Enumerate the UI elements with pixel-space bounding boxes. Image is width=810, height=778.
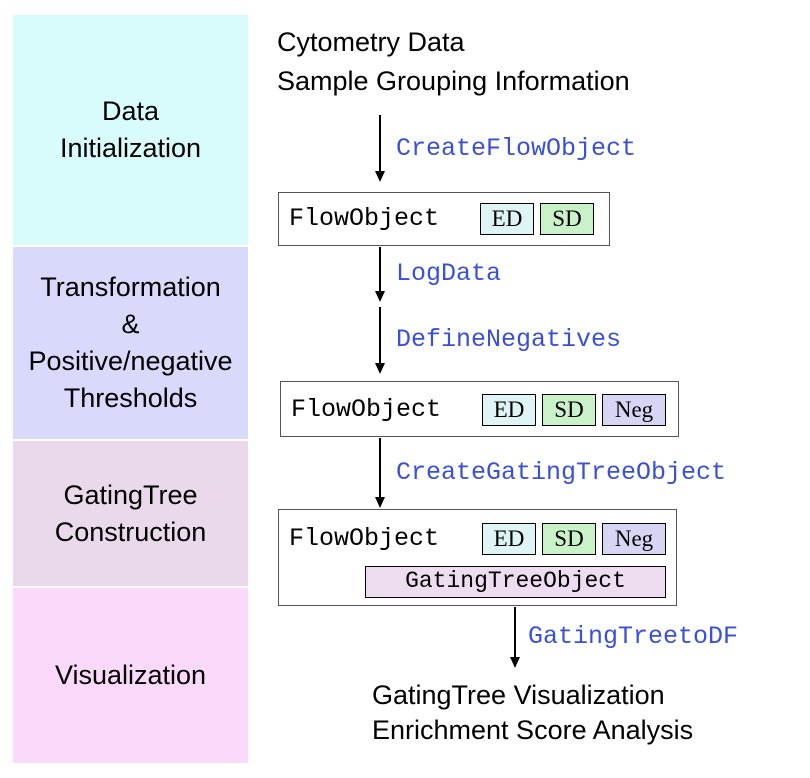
stage-label-line: GatingTree <box>63 479 198 510</box>
flow-arrow-line <box>379 247 381 291</box>
stage-label-line: Construction <box>54 516 207 547</box>
ed-tag: ED <box>482 394 536 426</box>
stage-label-line: Initialization <box>59 133 202 163</box>
flow-arrow-head <box>375 291 385 302</box>
stage-label-line: Transformation <box>40 272 221 302</box>
flow-arrow-line <box>379 438 381 497</box>
flow-object-label: FlowObject <box>289 204 440 233</box>
stage-label-line: Thresholds <box>63 383 198 413</box>
flow-object-box-1: FlowObject ED SD <box>278 192 610 246</box>
output-gatingtree-visualization: GatingTree Visualization <box>372 680 665 710</box>
stage-data-initialization: Data Initialization <box>13 15 248 245</box>
flow-object-box-3: FlowObject ED SD Neg GatingTreeObject <box>278 509 677 606</box>
input-sample-grouping: Sample Grouping Information <box>277 66 630 96</box>
flow-arrow-line <box>379 307 381 363</box>
flow-object-label: FlowObject <box>289 524 440 553</box>
ed-tag: ED <box>482 523 536 555</box>
stage-label-line: Data <box>101 96 160 126</box>
stage-transformation: Transformation & Positive/negative Thres… <box>13 247 248 439</box>
flow-object-box-2: FlowObject ED SD Neg <box>280 381 679 437</box>
neg-tag: Neg <box>602 394 666 426</box>
function-create-gating-tree-object: CreateGatingTreeObject <box>396 458 727 487</box>
flow-arrow-line <box>514 607 516 657</box>
function-define-negatives: DefineNegatives <box>396 325 622 354</box>
sd-tag: SD <box>542 523 596 555</box>
flow-object-label: FlowObject <box>291 395 442 424</box>
stage-gatingtree-construction: GatingTree Construction <box>13 441 248 586</box>
flow-arrow-head <box>510 657 520 668</box>
neg-tag: Neg <box>602 523 666 555</box>
output-enrichment-score: Enrichment Score Analysis <box>372 715 694 745</box>
function-create-flow-object: CreateFlowObject <box>396 134 637 163</box>
stage-label-line: & <box>121 309 140 339</box>
gating-tree-object-tag: GatingTreeObject <box>365 566 666 598</box>
flow-arrow-head <box>375 171 385 182</box>
flow-arrow-head <box>375 497 385 508</box>
input-cytometry-data: Cytometry Data <box>277 27 465 57</box>
sd-tag: SD <box>540 203 594 235</box>
stage-label-line: Positive/negative <box>28 346 233 376</box>
stage-label-line: Visualization <box>54 660 207 690</box>
ed-tag: ED <box>480 203 534 235</box>
function-log-data: LogData <box>396 259 502 288</box>
stage-visualization: Visualization <box>13 588 248 763</box>
flow-arrow-line <box>379 115 381 171</box>
sd-tag: SD <box>542 394 596 426</box>
function-gating-tree-to-df: GatingTreetoDF <box>528 622 739 651</box>
flow-arrow-head <box>375 363 385 374</box>
